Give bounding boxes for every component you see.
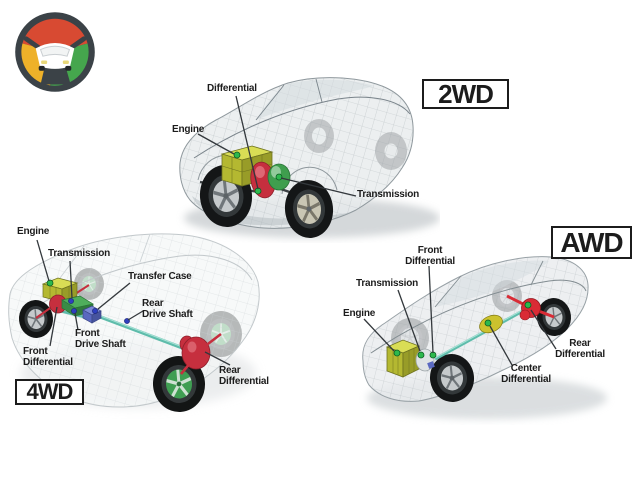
4wd-rear-drive-shaft (97, 314, 189, 352)
brand-logo (14, 11, 96, 93)
awd-drive-shaft (434, 305, 531, 361)
label-awd-rear-differential: Rear Differential (555, 338, 605, 360)
label-awd-engine: Engine (343, 308, 376, 319)
label-2wd-differential: Differential (207, 83, 257, 94)
4wd-rear-left-wheel (152, 356, 206, 412)
label-4wd-transmission: Transmission (48, 248, 111, 259)
4wd-rear-differential (179, 332, 222, 375)
car-logo-icon (15, 12, 95, 92)
label-4wd-engine: Engine (17, 226, 50, 237)
2wd-car-illustration (179, 77, 440, 238)
label-2wd-transmission: Transmission (357, 189, 420, 200)
4wd-front-left-wheel (18, 300, 54, 338)
label-4wd-front-differential: Front Differential (23, 346, 73, 368)
label-4wd-front-drive-shaft: Front Drive Shaft (75, 328, 126, 350)
badge-4wd: 4WD (15, 379, 84, 405)
awd-engine (385, 339, 421, 378)
label-4wd-rear-differential: Rear Differential (219, 365, 269, 387)
label-4wd-rear-drive-shaft: Rear Drive Shaft (142, 298, 193, 320)
label-awd-front-differential: Front Differential (405, 245, 455, 267)
label-4wd-transfer-case: Transfer Case (128, 271, 192, 282)
badge-awd: AWD (551, 226, 632, 259)
label-2wd-engine: Engine (172, 124, 205, 135)
awd-car-illustration (362, 256, 607, 419)
label-awd-center-differential: Center Differential (501, 363, 551, 385)
awd-front-right-wheel (429, 354, 475, 402)
badge-2wd: 2WD (422, 79, 509, 109)
4wd-marker-dots (46, 279, 130, 324)
label-awd-transmission: Transmission (356, 278, 419, 289)
